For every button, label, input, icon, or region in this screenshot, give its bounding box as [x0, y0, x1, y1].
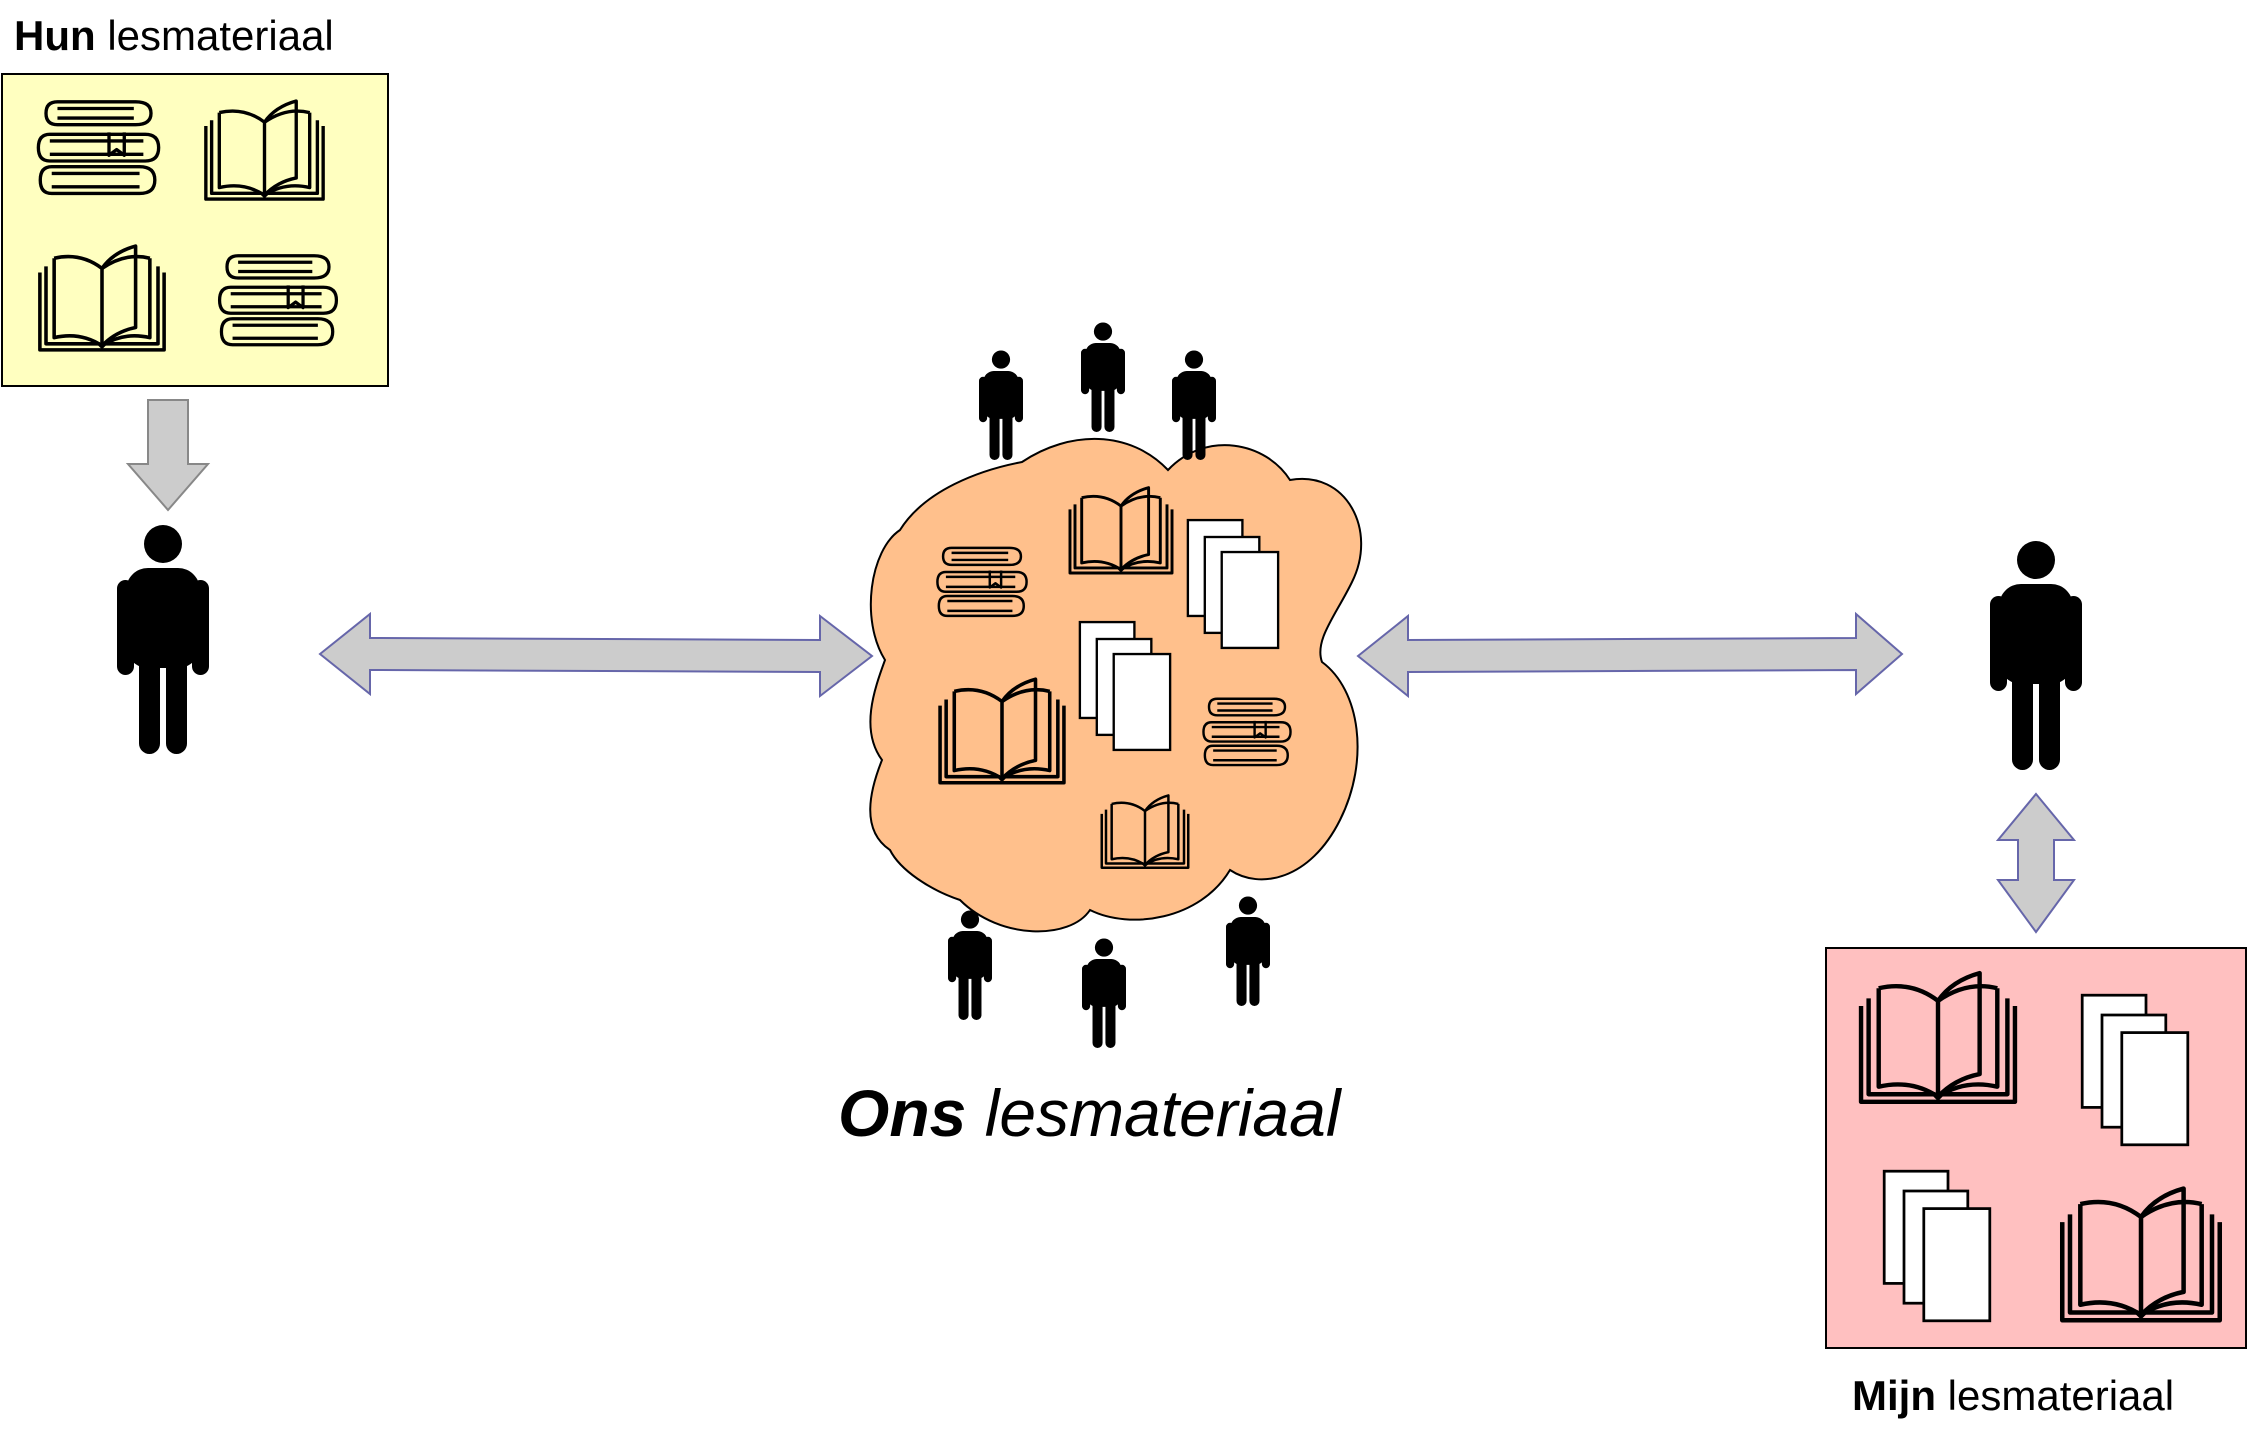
arrow-down	[125, 399, 211, 512]
ons-materials-label: Ons lesmateriaal	[838, 1075, 1341, 1151]
person-icon	[117, 525, 209, 754]
person-icon	[1082, 938, 1126, 1048]
person-icon	[979, 350, 1023, 460]
mijn-materials-label: Mijn lesmateriaal	[1852, 1372, 2174, 1420]
hun-materials-box	[1, 73, 389, 387]
double-arrow-left	[318, 611, 874, 699]
person-icon	[948, 910, 992, 1020]
hun-label-rest: lesmateriaal	[95, 12, 334, 59]
double-arrow-right	[1356, 611, 1904, 699]
hun-label-bold: Hun	[14, 12, 96, 59]
hun-materials-label: Hun lesmateriaal	[14, 12, 334, 60]
person-icon	[1081, 322, 1125, 432]
double-arrow-vertical	[1995, 792, 2077, 934]
mijn-label-rest: lesmateriaal	[1935, 1372, 2175, 1419]
mijn-label-bold: Mijn	[1852, 1372, 1936, 1419]
person-icon	[1172, 350, 1216, 460]
person-icon	[1990, 541, 2082, 770]
ons-label-rest: lesmateriaal	[966, 1076, 1341, 1150]
ons-label-bold: Ons	[838, 1076, 967, 1150]
mijn-materials-box	[1825, 947, 2247, 1349]
person-icon	[1226, 896, 1270, 1006]
